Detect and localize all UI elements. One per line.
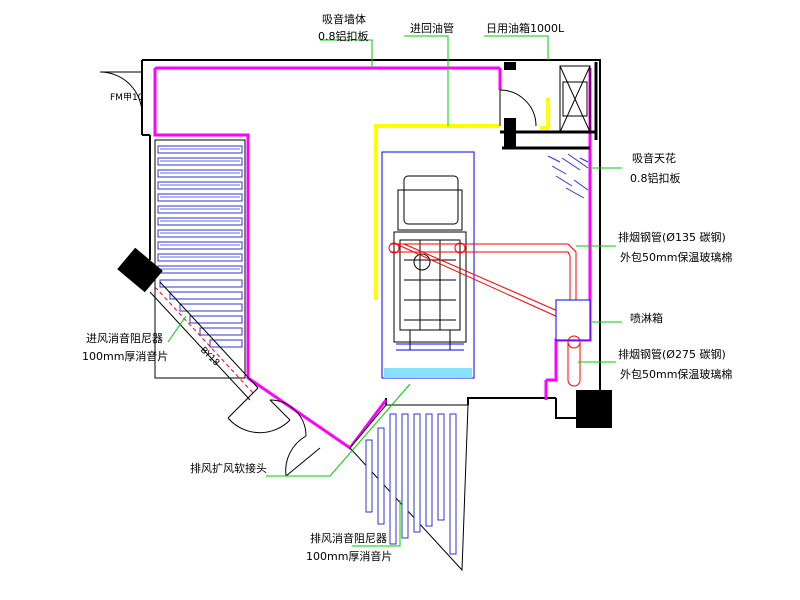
intake-diagonal-wall [149, 281, 259, 401]
intake-baffle-bank [154, 139, 246, 379]
exhaust-silencer-bank [349, 404, 469, 572]
label-spray-box: 喷淋箱 [630, 311, 663, 325]
label-fuel-return: 进回油管 [410, 21, 454, 35]
label-exhaust-pipe-275-1: 排烟钢管(Ø275 碳钢) [618, 347, 726, 361]
day-tank [559, 65, 591, 133]
label-day-tank: 日用油箱1000L [486, 21, 565, 35]
tank-room-top-block [504, 62, 516, 70]
fuel-pipe [374, 98, 550, 300]
generator-outline [393, 175, 467, 351]
label-intake-silencer-2: 100mm厚消音片 [82, 349, 168, 363]
label-exhaust-silencer-1: 排风消音阻尼器 [310, 531, 387, 545]
door-tank-room [499, 89, 537, 127]
leader-lines [167, 35, 622, 547]
text-labels: 吸音墙体 0.8铝扣板 进回油管 日用油箱1000L 吸音天花 0.8铝扣板 排… [82, 12, 732, 563]
label-wall-absorb-1: 吸音墙体 [322, 12, 366, 26]
intake-baffle-slats [157, 145, 243, 348]
label-wall-absorb-2: 0.8铝扣板 [318, 29, 369, 43]
label-exhaust-silencer-2: 100mm厚消音片 [306, 549, 392, 563]
spray-box [555, 299, 591, 387]
label-ceiling-absorb-2: 0.8铝扣板 [630, 171, 681, 185]
label-ceiling-absorb-1: 吸音天花 [632, 151, 676, 165]
door-bottom-left [227, 387, 307, 437]
label-exhaust-pipe-135-2: 外包50mm保温玻璃棉 [620, 250, 732, 264]
intake-damper [117, 247, 163, 293]
tank-room-corner-block [504, 118, 516, 148]
ceiling-absorb-hatch [547, 153, 589, 199]
generator-set [381, 151, 475, 379]
intake-baffle-hatch [160, 148, 240, 270]
fm-label: FM甲10 [110, 92, 144, 103]
exhaust-pipes [388, 242, 577, 319]
exhaust-damper [576, 390, 612, 428]
label-exhaust-flex: 排风扩风软接头 [190, 461, 267, 475]
label-exhaust-pipe-275-2: 外包50mm保温玻璃棉 [620, 367, 732, 381]
door-fm [99, 71, 143, 115]
exhaust-baffle-slats [365, 413, 457, 555]
label-intake-silencer-1: 进风消音阻尼器 [86, 331, 163, 345]
label-exhaust-pipe-135-1: 排烟钢管(Ø135 碳钢) [618, 230, 726, 244]
door-bottom-middle [285, 435, 321, 477]
